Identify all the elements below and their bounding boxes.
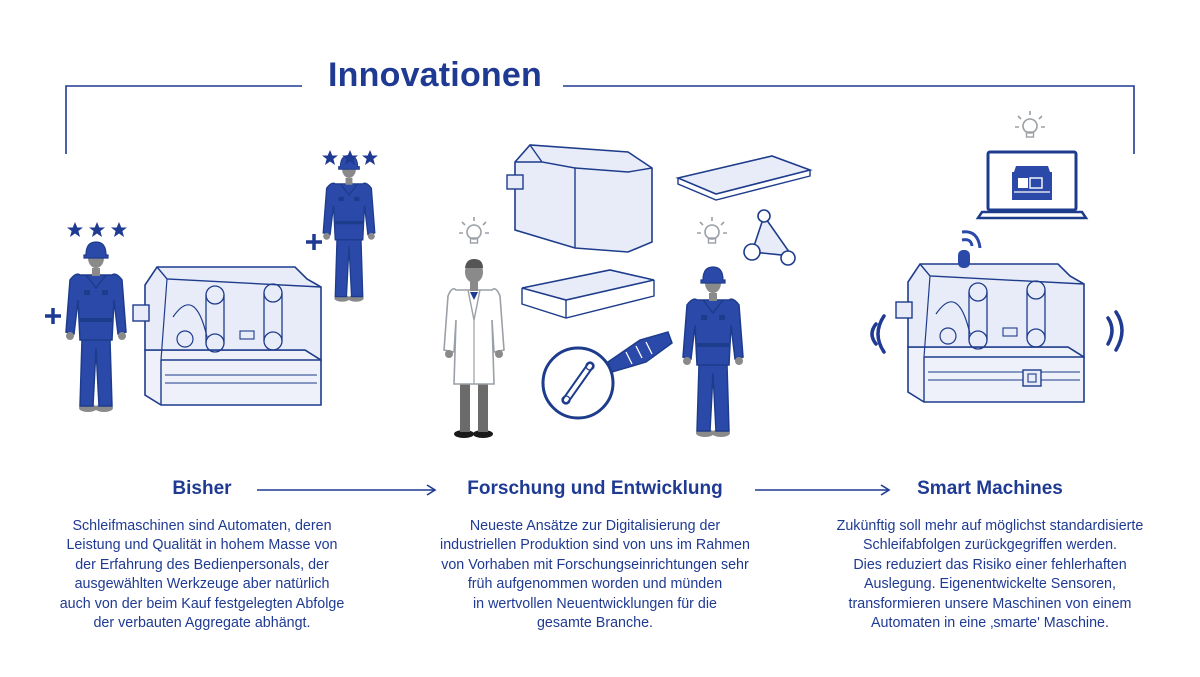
column-text-smart: Zukünftig soll mehr auf möglichst standa… <box>804 517 1176 633</box>
wifi-signal-icon <box>958 230 982 268</box>
magnifier-icon <box>541 331 673 420</box>
bracket-left <box>65 85 302 154</box>
star-icon <box>67 222 83 237</box>
worker-left <box>65 241 127 413</box>
text-line: der Erfahrung des Bedienpersonals, der <box>75 556 329 573</box>
arrow-right-icon <box>257 484 437 496</box>
lightbulb-icon <box>696 216 728 244</box>
star-icon <box>362 150 378 165</box>
machine-smart <box>895 263 1085 403</box>
belt-part <box>743 209 796 266</box>
text-line: Neueste Ansätze zur Digitalisierung der <box>469 518 721 534</box>
machine-housing-part <box>506 144 653 253</box>
base-box-part <box>521 269 655 319</box>
worker-middle <box>322 154 376 303</box>
text-line: der verbauten Aggregate abhängt. <box>93 615 311 632</box>
column-text-bisher: Schleifmaschinen sind Automaten, deren L… <box>28 517 376 633</box>
scientist-figure <box>443 259 505 438</box>
lightbulb-icon <box>1014 110 1046 138</box>
plus-icon <box>306 234 322 250</box>
text-line: Zukünftig soll mehr auf möglichst standa… <box>836 518 1144 534</box>
arrow-right-icon <box>755 484 891 496</box>
column-title-bisher: Bisher <box>172 478 232 499</box>
wifi-signal-icon <box>870 310 1124 354</box>
text-line: auch von der beim Kauf festgelegten Abfo… <box>59 595 345 612</box>
star-icon <box>111 222 127 237</box>
text-line: Dies reduziert das Risiko einer fehlerha… <box>853 556 1127 573</box>
text-line: industriellen Produktion sind von uns im… <box>440 537 750 554</box>
laptop-icon <box>975 150 1089 220</box>
text-line: Auslegung. Eigenentwickelte Sensoren, <box>864 576 1116 593</box>
sensor-chip-icon <box>1022 369 1042 387</box>
worker-research <box>682 266 744 438</box>
star-icon <box>322 150 338 165</box>
machine-left <box>132 266 322 406</box>
plus-icon <box>45 308 61 324</box>
text-line: in wertvollen Neuentwicklungen für die <box>473 595 717 612</box>
text-line: Leistung und Qualität in hohem Masse von <box>66 537 338 554</box>
column-title-forschung: Forschung und Entwicklung <box>467 478 723 499</box>
column-title-smart: Smart Machines <box>917 478 1063 499</box>
bracket-right <box>563 85 1135 154</box>
plate-part <box>675 155 813 201</box>
star-icon <box>89 222 105 237</box>
lightbulb-icon <box>458 216 490 244</box>
page-title: Innovationen <box>328 56 542 94</box>
text-line: transformieren unsere Maschinen von eine… <box>848 595 1132 612</box>
text-line: Schleifabfolgen zurückgegriffen werden. <box>862 537 1118 554</box>
text-line: ausgewählten Werkzeuge aber natürlich <box>74 576 330 593</box>
column-text-forschung: Neueste Ansätze zur Digitalisierung der … <box>414 517 776 633</box>
text-line: Automaten in eine ‚smarte' Maschine. <box>871 615 1109 632</box>
text-line: Schleifmaschinen sind Automaten, deren <box>72 518 332 534</box>
text-line: von Vorhaben mit Forschungseinrichtungen… <box>441 556 749 573</box>
text-line: früh aufgenommen worden und münden <box>467 576 723 593</box>
text-line: gesamte Branche. <box>536 615 654 632</box>
